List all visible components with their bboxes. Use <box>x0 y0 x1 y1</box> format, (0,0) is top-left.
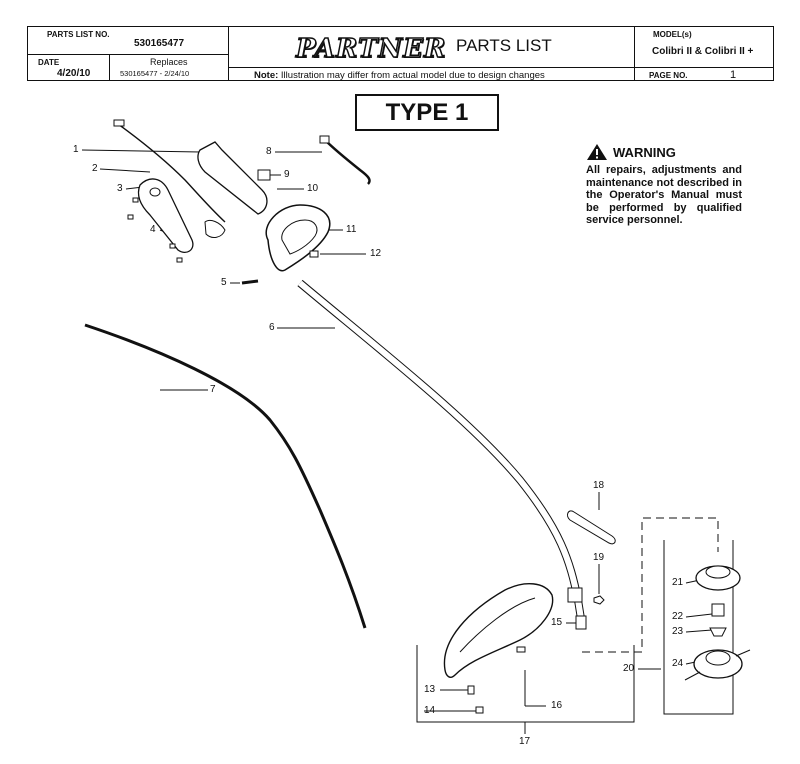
replaces-value: 530165477 - 2/24/10 <box>120 69 190 78</box>
callout-19: 19 <box>593 552 605 563</box>
callout-2: 2 <box>92 163 98 174</box>
callout-5: 5 <box>221 277 227 288</box>
header-table: PARTS LIST NO. 530165477 DATE 4/20/10 Re… <box>27 26 774 81</box>
callout-17: 17 <box>519 736 531 747</box>
date-value: 4/20/10 <box>57 68 91 79</box>
warning-title: WARNING <box>613 144 676 160</box>
note-text: Illustration may differ from actual mode… <box>280 70 545 81</box>
models-value: Colibri II & Colibri II + <box>652 46 754 57</box>
partner-logo: PARTNER <box>295 33 447 65</box>
replaces-label: Replaces <box>150 57 188 67</box>
note-label: Note: <box>254 70 279 81</box>
parts-list-title: PARTS LIST <box>456 36 552 55</box>
page-number: 1 <box>730 69 737 81</box>
callout-1: 1 <box>73 144 79 155</box>
warning-triangle-icon <box>587 144 607 160</box>
callout-9: 9 <box>284 169 290 180</box>
callout-23: 23 <box>672 626 684 637</box>
date-label: DATE <box>38 58 60 67</box>
callout-15: 15 <box>551 617 563 628</box>
callout-4: 4 <box>150 224 156 235</box>
callout-14: 14 <box>424 705 436 716</box>
callout-3: 3 <box>117 183 123 194</box>
parts-list-no-label: PARTS LIST NO. <box>47 30 110 39</box>
parts-list-no: 530165477 <box>134 38 185 49</box>
callout-7: 7 <box>210 384 216 395</box>
callout-8: 8 <box>266 146 272 157</box>
callout-18: 18 <box>593 480 605 491</box>
callout-22: 22 <box>672 611 684 622</box>
callout-13: 13 <box>424 684 436 695</box>
note-line: Note: Illustration may differ from actua… <box>254 70 545 81</box>
callout-6: 6 <box>269 322 275 333</box>
type-title: TYPE 1 <box>355 94 499 131</box>
callout-11: 11 <box>346 224 357 235</box>
models-label: MODEL(s) <box>653 30 692 39</box>
callout-12: 12 <box>370 248 382 259</box>
page-label: PAGE NO. <box>649 71 688 80</box>
callout-10: 10 <box>307 183 319 194</box>
callout-21: 21 <box>672 577 684 588</box>
warning-box: WARNING All repairs, adjustments and mai… <box>586 143 742 227</box>
callout-24: 24 <box>672 658 684 669</box>
callout-20: 20 <box>623 663 635 674</box>
callout-16: 16 <box>551 700 563 711</box>
warning-text: All repairs, adjustments and maintenance… <box>586 164 742 226</box>
